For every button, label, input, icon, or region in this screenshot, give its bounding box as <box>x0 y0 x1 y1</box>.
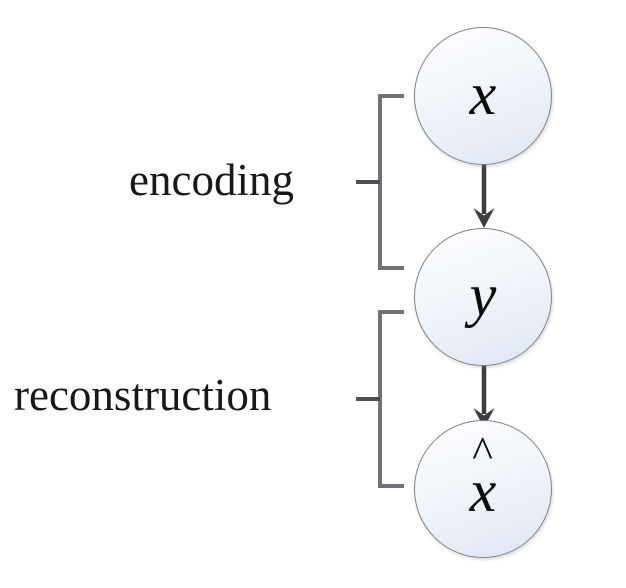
arrow-y-to-xhat <box>473 358 495 428</box>
group-label-encoding: encoding <box>129 155 294 205</box>
node-y-label: y <box>469 262 497 328</box>
bracket-arm-bottom <box>378 484 404 488</box>
node-x-hat-base: x <box>469 458 497 524</box>
node-y: y <box>414 228 552 366</box>
bracket-reconstruction <box>354 310 404 488</box>
bracket-encoding <box>354 94 404 270</box>
hat-wrap: ^ x <box>469 431 497 524</box>
bracket-arm-top <box>378 310 404 314</box>
bracket-spine <box>378 310 382 488</box>
bracket-tick <box>356 180 380 184</box>
bracket-arm-top <box>378 94 404 98</box>
node-x: x <box>414 27 552 165</box>
group-label-reconstruction: reconstruction <box>14 370 272 420</box>
node-x-hat-label: ^ x <box>469 431 497 524</box>
bracket-tick <box>356 397 380 401</box>
hat-accent-icon: ^ <box>472 428 493 477</box>
node-x-label: x <box>469 61 497 127</box>
bracket-spine <box>378 94 382 270</box>
node-x-hat: ^ x <box>414 420 552 558</box>
arrow-x-to-y <box>473 158 495 228</box>
bracket-arm-bottom <box>378 266 404 270</box>
